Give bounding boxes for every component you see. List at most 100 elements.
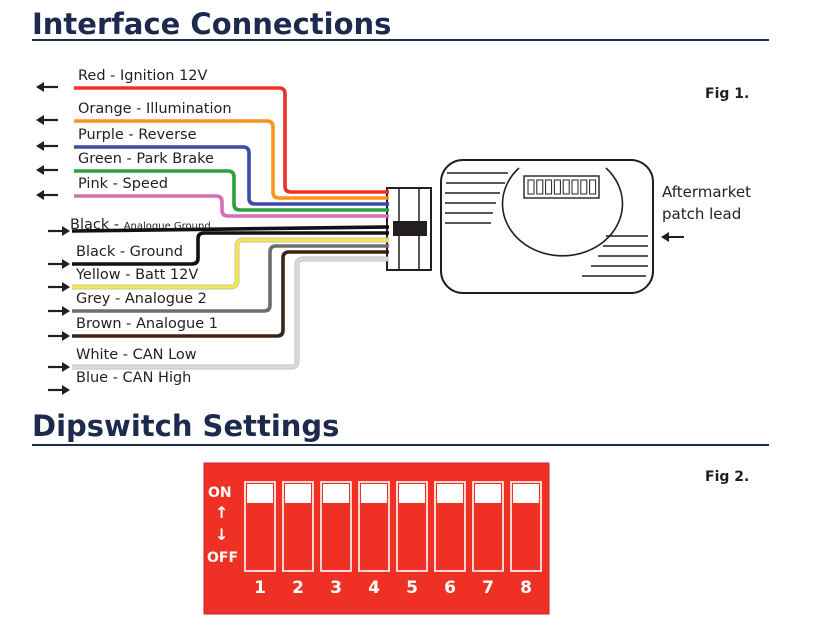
dip-switch-number: 1 xyxy=(254,578,266,598)
wire-line xyxy=(72,231,389,266)
arrow-out-icon xyxy=(36,82,58,92)
dip-switch-7[interactable]: 7 xyxy=(472,481,504,598)
fig1-label: Fig 1. xyxy=(705,86,749,102)
arrow-in-icon xyxy=(48,331,70,341)
dip-switch-lever[interactable] xyxy=(513,484,539,503)
dip-switch-8[interactable]: 8 xyxy=(510,481,542,598)
wire-line xyxy=(74,169,389,212)
dip-switch-slot xyxy=(510,481,542,572)
section-divider xyxy=(32,444,769,446)
module-mini-switch xyxy=(553,179,561,195)
wire-1: Red - Ignition 12V xyxy=(36,68,389,194)
wire-4: Green - Park Brake xyxy=(36,151,389,212)
interface-module xyxy=(440,159,654,294)
arrow-in-icon xyxy=(48,385,70,395)
module-grip-lines xyxy=(445,172,648,277)
dipswitch-settings-title: Dipswitch Settings xyxy=(32,409,340,443)
dip-switch-lever[interactable] xyxy=(361,484,387,503)
wire-label-main: Black - xyxy=(70,217,124,233)
dip-switch-number: 8 xyxy=(520,578,532,598)
wire-list: Red - Ignition 12V Orange - IlluminationP… xyxy=(36,68,390,395)
wire-12: Blue - CAN High xyxy=(48,370,191,395)
dip-switch-slot xyxy=(320,481,352,572)
wire-label: Pink - Speed xyxy=(78,176,168,192)
dip-switch-2[interactable]: 2 xyxy=(282,481,314,598)
wire-5: Pink - Speed xyxy=(36,176,389,218)
dip-switch-slot xyxy=(396,481,428,572)
module-mini-switch xyxy=(545,179,553,195)
wire-label: Black - Ground xyxy=(76,244,183,260)
section-divider xyxy=(32,39,769,41)
wire-label: Brown - Analogue 1 xyxy=(76,316,218,332)
wire-connector xyxy=(386,187,432,271)
wire-line xyxy=(72,257,389,369)
module-mini-switch xyxy=(527,179,535,195)
wire-label: Grey - Analogue 2 xyxy=(76,291,207,307)
dip-switch-4[interactable]: 4 xyxy=(358,481,390,598)
dip-down-arrow-icon: ↓ xyxy=(215,525,228,544)
dip-switch-slot xyxy=(358,481,390,572)
dip-switch-slot xyxy=(434,481,466,572)
wire-line xyxy=(72,244,389,313)
wire-10: Brown - Analogue 1 xyxy=(48,250,389,341)
wire-2: Orange - Illumination xyxy=(36,101,389,200)
arrow-out-icon xyxy=(36,141,58,151)
dip-switch-lever[interactable] xyxy=(247,484,273,503)
dip-switch-number: 7 xyxy=(482,578,494,598)
arrow-in-icon xyxy=(48,282,70,292)
module-mini-dipswitches xyxy=(527,179,597,195)
wire-line xyxy=(72,238,389,289)
patch-lead-label-line2: patch lead xyxy=(662,205,741,223)
wire-6: Black - Analogue Ground xyxy=(48,217,390,236)
wire-line xyxy=(74,194,389,218)
wire-11: White - CAN Low xyxy=(48,256,389,372)
wire-7: Black - Ground xyxy=(48,231,389,269)
dip-switch-lever[interactable] xyxy=(285,484,311,503)
patch-lead-arrow-icon xyxy=(661,232,684,242)
patch-lead-label-line1: Aftermarket xyxy=(662,183,751,201)
dip-switch-6[interactable]: 6 xyxy=(434,481,466,598)
dip-switch-number: 2 xyxy=(292,578,304,598)
module-mini-switch xyxy=(571,179,579,195)
module-mini-switch xyxy=(580,179,588,195)
dip-up-arrow-icon: ↑ xyxy=(215,503,228,522)
dip-switch-number: 6 xyxy=(444,578,456,598)
module-mini-switch xyxy=(536,179,544,195)
arrow-in-icon xyxy=(48,226,70,236)
arrow-out-icon xyxy=(36,115,58,125)
dip-switch-lever[interactable] xyxy=(399,484,425,503)
wire-label-sub: Analogue Ground xyxy=(124,221,211,232)
arrow-in-icon xyxy=(48,259,70,269)
dip-switch-lever[interactable] xyxy=(475,484,501,503)
wire-line xyxy=(74,119,389,200)
arrow-in-icon xyxy=(48,362,70,372)
wire-label: White - CAN Low xyxy=(76,347,197,363)
wire-line xyxy=(74,145,389,206)
arrow-in-icon xyxy=(48,306,70,316)
fig2-label: Fig 2. xyxy=(705,469,749,485)
dip-switch-lever[interactable] xyxy=(323,484,349,503)
dip-switch-number: 5 xyxy=(406,578,418,598)
module-mini-switch xyxy=(589,179,597,195)
interface-connections-title: Interface Connections xyxy=(32,7,392,41)
module-dipswitch-outline xyxy=(523,175,600,199)
arrow-out-icon xyxy=(36,190,58,200)
wire-label: Orange - Illumination xyxy=(78,101,232,117)
dip-switch-3[interactable]: 3 xyxy=(320,481,352,598)
dip-off-label: OFF xyxy=(207,550,238,566)
wire-8: Yellow - Batt 12V xyxy=(48,237,389,292)
dip-switch-lever[interactable] xyxy=(437,484,463,503)
dip-switch-5[interactable]: 5 xyxy=(396,481,428,598)
dip-switch-slot xyxy=(244,481,276,572)
arrow-out-icon xyxy=(36,165,58,175)
wire-label: Red - Ignition 12V xyxy=(78,68,208,84)
wire-line xyxy=(74,86,389,194)
dip-switch-1[interactable]: 1 xyxy=(244,481,276,598)
wire-line xyxy=(71,225,390,233)
wire-label: Green - Park Brake xyxy=(78,151,214,167)
wire-line xyxy=(72,250,389,338)
module-arc xyxy=(501,167,624,257)
